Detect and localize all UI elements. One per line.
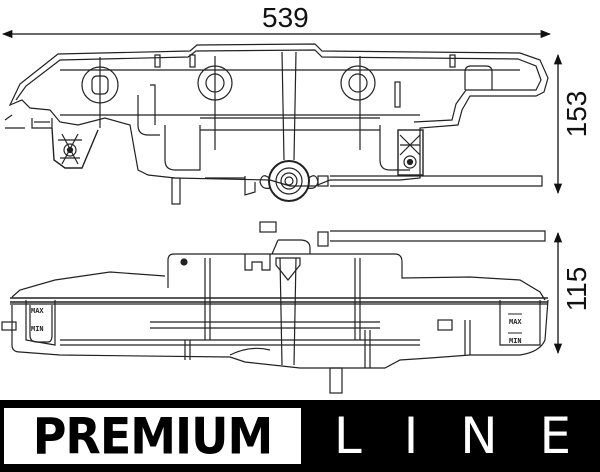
- premium-text: PREMIUM: [32, 406, 274, 466]
- tank-top-view: [4, 43, 549, 205]
- width-dimension-label: 539: [262, 2, 309, 33]
- svg-text:MAX: MAX: [509, 319, 522, 327]
- height-top-dimension-label: 153: [561, 90, 592, 138]
- svg-text:MIN: MIN: [509, 338, 522, 346]
- line-letter-e: E: [539, 407, 572, 465]
- level-marks-left: MAX MIN: [31, 308, 44, 334]
- premium-box: PREMIUM: [4, 406, 301, 466]
- svg-text:MIN: MIN: [31, 326, 44, 334]
- svg-text:MAX: MAX: [31, 308, 44, 316]
- line-letter-n: N: [460, 407, 498, 465]
- line-letter-i: I: [403, 407, 419, 465]
- line-letter-l: L: [333, 407, 362, 465]
- technical-drawing: MAX MIN MAX MIN: [1, 29, 563, 394]
- level-marks-right: MAX MIN: [508, 313, 522, 346]
- line-text: L I N E: [305, 407, 600, 465]
- height-side-dimension-label: 115: [561, 266, 592, 312]
- tank-side-view: [1, 221, 549, 394]
- premium-line-banner: PREMIUM L I N E: [0, 400, 600, 472]
